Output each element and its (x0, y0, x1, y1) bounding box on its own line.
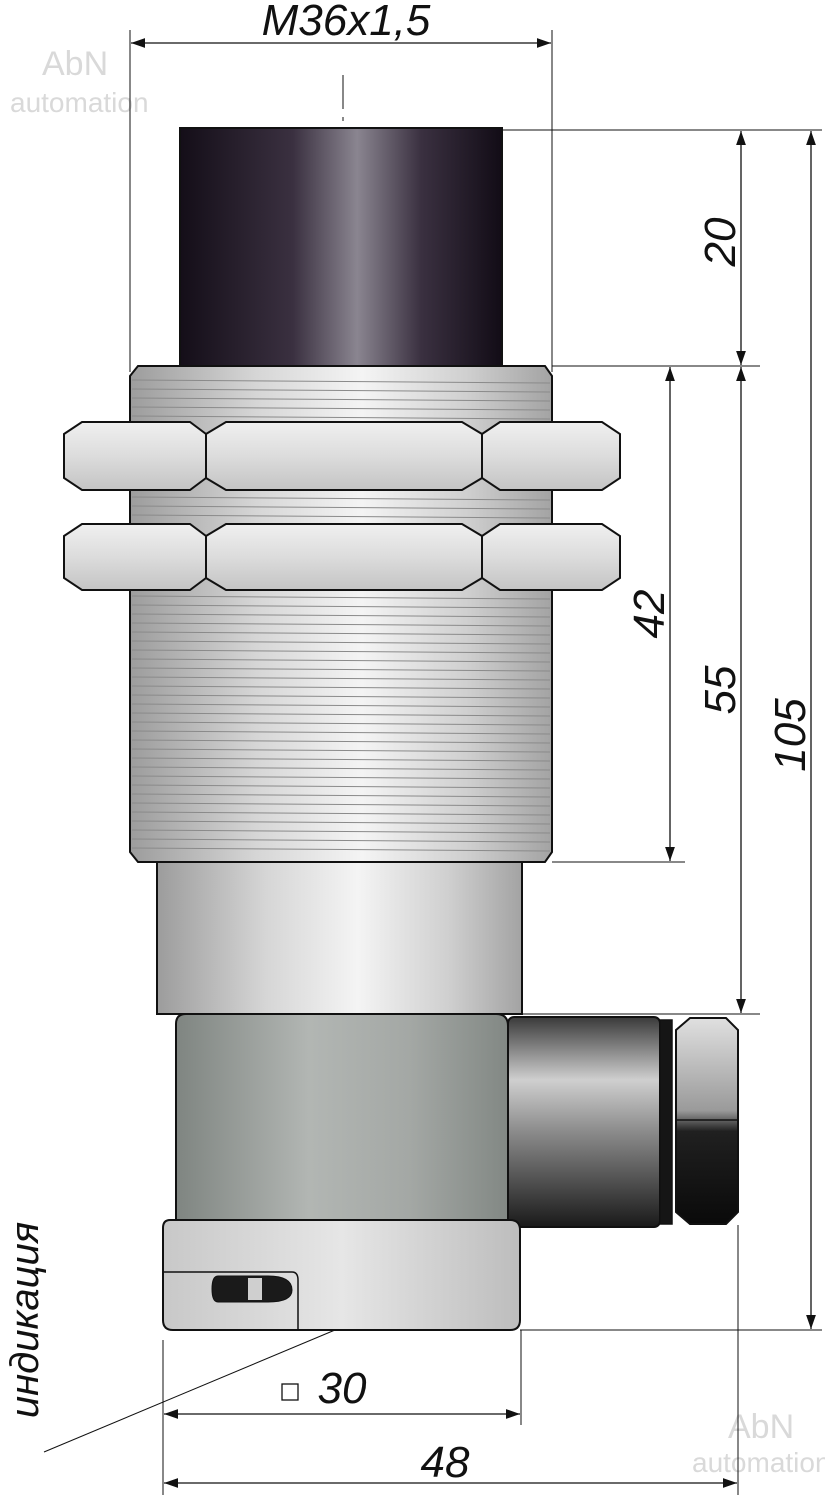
indicator-led-icon (248, 1278, 262, 1300)
connector-housing (175, 1013, 509, 1229)
indicator-base (162, 1219, 521, 1331)
total-length-label: 105 (766, 698, 815, 772)
svg-text:automation: automation (10, 87, 149, 118)
thread-length-label: 42 (625, 590, 674, 639)
svg-text:AbN: AbN (42, 45, 108, 83)
sensing-face-cap (179, 127, 503, 369)
lock-nut-lower (63, 523, 621, 591)
thread-dimension-label: M36x1,5 (262, 0, 431, 45)
width-label: 48 (421, 1438, 470, 1487)
square-symbol-icon (281, 1383, 299, 1401)
smooth-collar (156, 861, 523, 1015)
extension-lines (129, 30, 822, 1495)
dimension-lines (131, 38, 816, 1488)
watermark-bottom: AbN automation (692, 1408, 825, 1478)
indication-label: индикация (3, 1222, 47, 1418)
square-size-label: 30 (318, 1364, 367, 1413)
lock-nut-upper (63, 421, 621, 491)
svg-text:automation: automation (692, 1447, 825, 1478)
cap-height-label: 20 (696, 217, 745, 267)
cable-gland (507, 1016, 739, 1228)
indication-leader (43, 1329, 336, 1453)
watermark-top: AbN automation (10, 45, 149, 118)
svg-text:AbN: AbN (728, 1408, 794, 1446)
body-length-label: 55 (696, 665, 745, 714)
